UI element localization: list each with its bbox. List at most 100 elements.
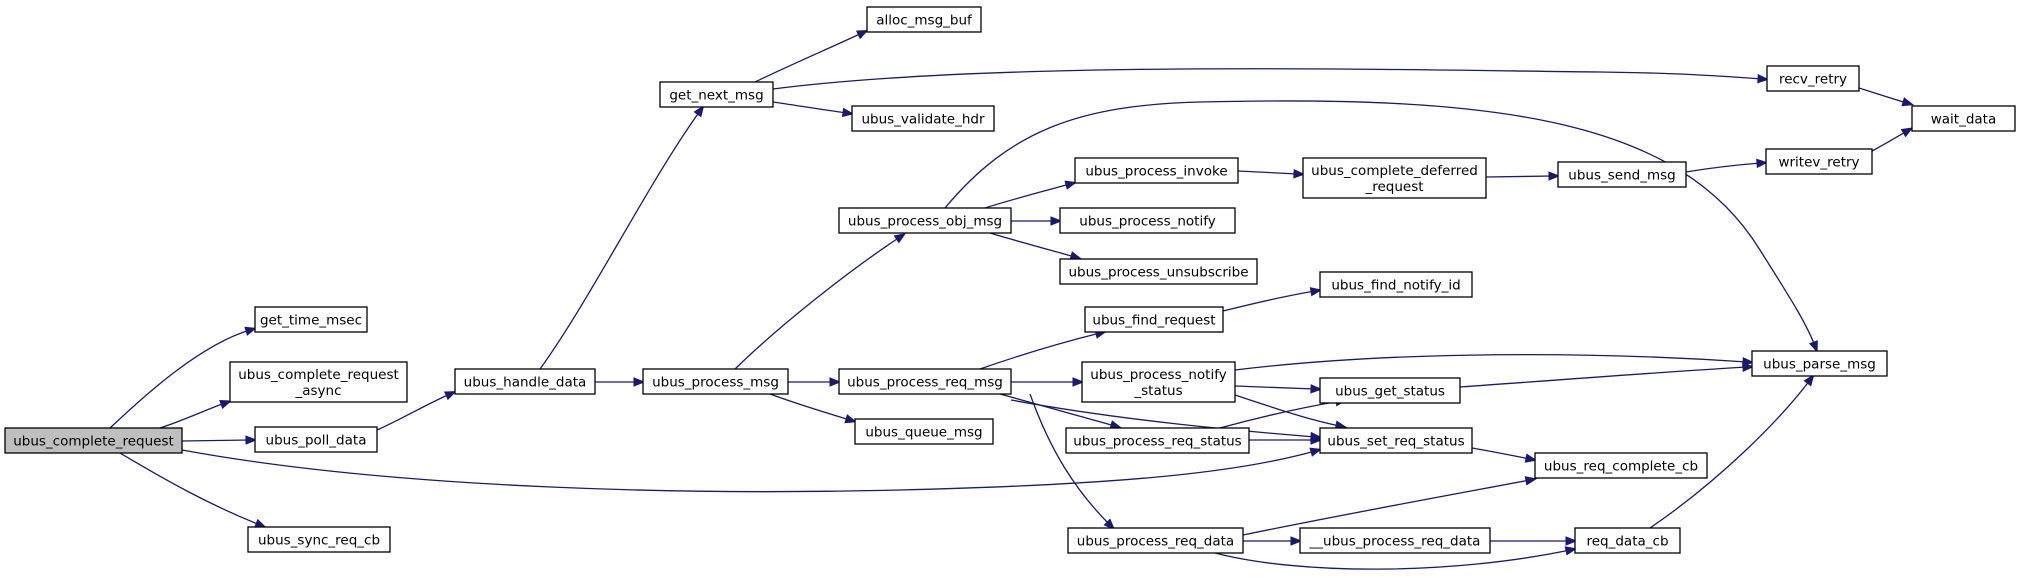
edge-ubus_process_req_data-to-ubus_req_complete_cb (1242, 476, 1538, 536)
node-label: ubus_find_request (1092, 313, 1215, 329)
arrowhead-icon (254, 518, 267, 528)
node-label: _async (294, 383, 341, 399)
edge-line (1685, 162, 1762, 173)
node-ubus-set-req-status[interactable]: ubus_set_req_status (1319, 427, 1473, 454)
edge-line (1234, 394, 1341, 427)
node-box[interactable] (1081, 361, 1236, 403)
node-label: ubus_process_unsubscribe (1069, 265, 1249, 281)
arrowhead-icon (1309, 447, 1323, 457)
node-ubus-process-msg[interactable]: ubus_process_msg (642, 368, 789, 395)
arrowhead-icon (1742, 362, 1755, 372)
node-ubus-parse-msg[interactable]: ubus_parse_msg (1751, 350, 1888, 377)
node-box[interactable] (1557, 161, 1687, 188)
node-recv-retry[interactable]: recv_retry (1766, 65, 1860, 92)
node-label: ubus_process_req_data (1077, 534, 1234, 550)
node-label: ubus_process_msg (652, 375, 779, 391)
node-box[interactable] (1059, 258, 1258, 285)
node-ubus-process-unsubscribe[interactable]: ubus_process_unsubscribe (1059, 258, 1258, 285)
edge-get_next_msg-to-ubus_validate_hdr (772, 101, 855, 118)
arrowhead-icon (443, 391, 457, 401)
node-ubus-poll-data[interactable]: ubus_poll_data (254, 426, 378, 453)
edge-line (734, 236, 901, 370)
node-box[interactable] (851, 105, 995, 132)
arrowhead-icon (1900, 127, 1914, 138)
node-box[interactable] (247, 526, 391, 553)
node-ubus-process-req-data[interactable]: ubus_process_req_data (1067, 527, 1244, 554)
node-box[interactable] (254, 306, 368, 333)
node-box[interactable] (454, 368, 596, 395)
node-ubus-process-req-msg[interactable]: ubus_process_req_msg (838, 368, 1012, 395)
node-label: ubus_process_req_status (1073, 434, 1241, 450)
node-ubus-get-status[interactable]: ubus_get_status (1319, 377, 1461, 404)
node-box[interactable] (866, 6, 982, 33)
node-box[interactable] (1319, 377, 1461, 404)
node-ubus-req-complete-cb[interactable]: ubus_req_complete_cb (1534, 452, 1708, 479)
arrowhead-icon (844, 414, 858, 424)
node-ubus-send-msg[interactable]: ubus_send_msg (1557, 161, 1687, 188)
edge-line (1242, 479, 1531, 536)
edge-ubus_process_obj_msg-to-ubus_process_invoke (984, 180, 1078, 209)
node-box[interactable] (659, 81, 774, 108)
node-label: ubus_set_req_status (1327, 434, 1464, 450)
node-box[interactable] (854, 418, 994, 445)
node-box[interactable] (1534, 452, 1708, 479)
edge-ubus_get_status-to-ubus_parse_msg (1459, 362, 1755, 388)
node-alloc-msg-buf[interactable]: alloc_msg_buf (866, 6, 982, 33)
node-req-data-cb[interactable]: req_data_cb (1574, 527, 1681, 554)
edge-line (159, 402, 226, 429)
node-box[interactable] (254, 426, 378, 453)
node-ubus-find-notify-id[interactable]: ubus_find_notify_id (1319, 271, 1473, 298)
node-label: ubus_process_req_msg (847, 375, 1003, 391)
node-box[interactable] (4, 427, 183, 454)
node-box[interactable] (1074, 157, 1239, 184)
node-box[interactable] (1765, 148, 1873, 175)
node-label: req_data_cb (1586, 534, 1668, 550)
node-ubus-validate-hdr[interactable]: ubus_validate_hdr (851, 105, 995, 132)
node-ubus-sync-req-cb[interactable]: ubus_sync_req_cb (247, 526, 391, 553)
node-box[interactable] (838, 207, 1012, 234)
edge-writev_retry-to-wait_data (1871, 127, 1914, 152)
node---ubus-process-req-data[interactable]: __ubus_process_req_data (1299, 527, 1491, 554)
node-box[interactable] (1574, 527, 1681, 554)
node-ubus-complete-request-async[interactable]: ubus_complete_request_async (229, 361, 408, 403)
node-ubus-process-invoke[interactable]: ubus_process_invoke (1074, 157, 1239, 184)
edge-__ubus_process_req_data-to-req_data_cb (1490, 536, 1578, 546)
node-box[interactable] (1299, 527, 1491, 554)
node-ubus-complete-deferred-request[interactable]: ubus_complete_deferred_request (1302, 157, 1487, 199)
edge-line (181, 439, 251, 442)
node-box[interactable] (1059, 207, 1236, 234)
node-ubus-process-notify-status[interactable]: ubus_process_notify_status (1081, 361, 1236, 403)
arrowhead-icon (1293, 169, 1306, 179)
node-label: ubus_process_invoke (1085, 164, 1227, 180)
node-box[interactable] (229, 361, 408, 403)
node-writev-retry[interactable]: writev_retry (1765, 148, 1873, 175)
node-ubus-handle-data[interactable]: ubus_handle_data (454, 368, 596, 395)
node-get-time-msec[interactable]: get_time_msec (254, 306, 368, 333)
node-box[interactable] (1766, 65, 1860, 92)
node-ubus-queue-msg[interactable]: ubus_queue_msg (854, 418, 994, 445)
node-box[interactable] (1751, 350, 1888, 377)
node-ubus-complete-request[interactable]: ubus_complete_request (4, 427, 183, 454)
node-ubus-process-notify[interactable]: ubus_process_notify (1059, 207, 1236, 234)
node-box[interactable] (1319, 427, 1473, 454)
edge-ubus_process_notify_status-to-ubus_get_status (1234, 384, 1323, 394)
node-box[interactable] (1084, 306, 1224, 333)
node-box[interactable] (1067, 527, 1244, 554)
node-box[interactable] (838, 368, 1012, 395)
arrowhead-icon (1901, 97, 1915, 107)
node-box[interactable] (1302, 157, 1487, 199)
node-box[interactable] (642, 368, 789, 395)
edge-ubus_complete_request-to-get_time_msec (109, 326, 258, 429)
node-get-next-msg[interactable]: get_next_msg (659, 81, 774, 108)
node-wait-data[interactable]: wait_data (1911, 105, 2016, 132)
node-ubus-find-request[interactable]: ubus_find_request (1084, 306, 1224, 333)
node-label: ubus_process_notify (1090, 367, 1226, 383)
node-box[interactable] (1319, 271, 1473, 298)
node-box[interactable] (1911, 105, 2016, 132)
node-ubus-process-obj-msg[interactable]: ubus_process_obj_msg (838, 207, 1012, 234)
node-box[interactable] (1065, 427, 1250, 454)
node-label: ubus_req_complete_cb (1544, 459, 1698, 475)
edge-ubus_complete_request-to-ubus_poll_data (181, 435, 258, 445)
edge-line (1459, 366, 1748, 388)
node-ubus-process-req-status[interactable]: ubus_process_req_status (1065, 427, 1250, 454)
